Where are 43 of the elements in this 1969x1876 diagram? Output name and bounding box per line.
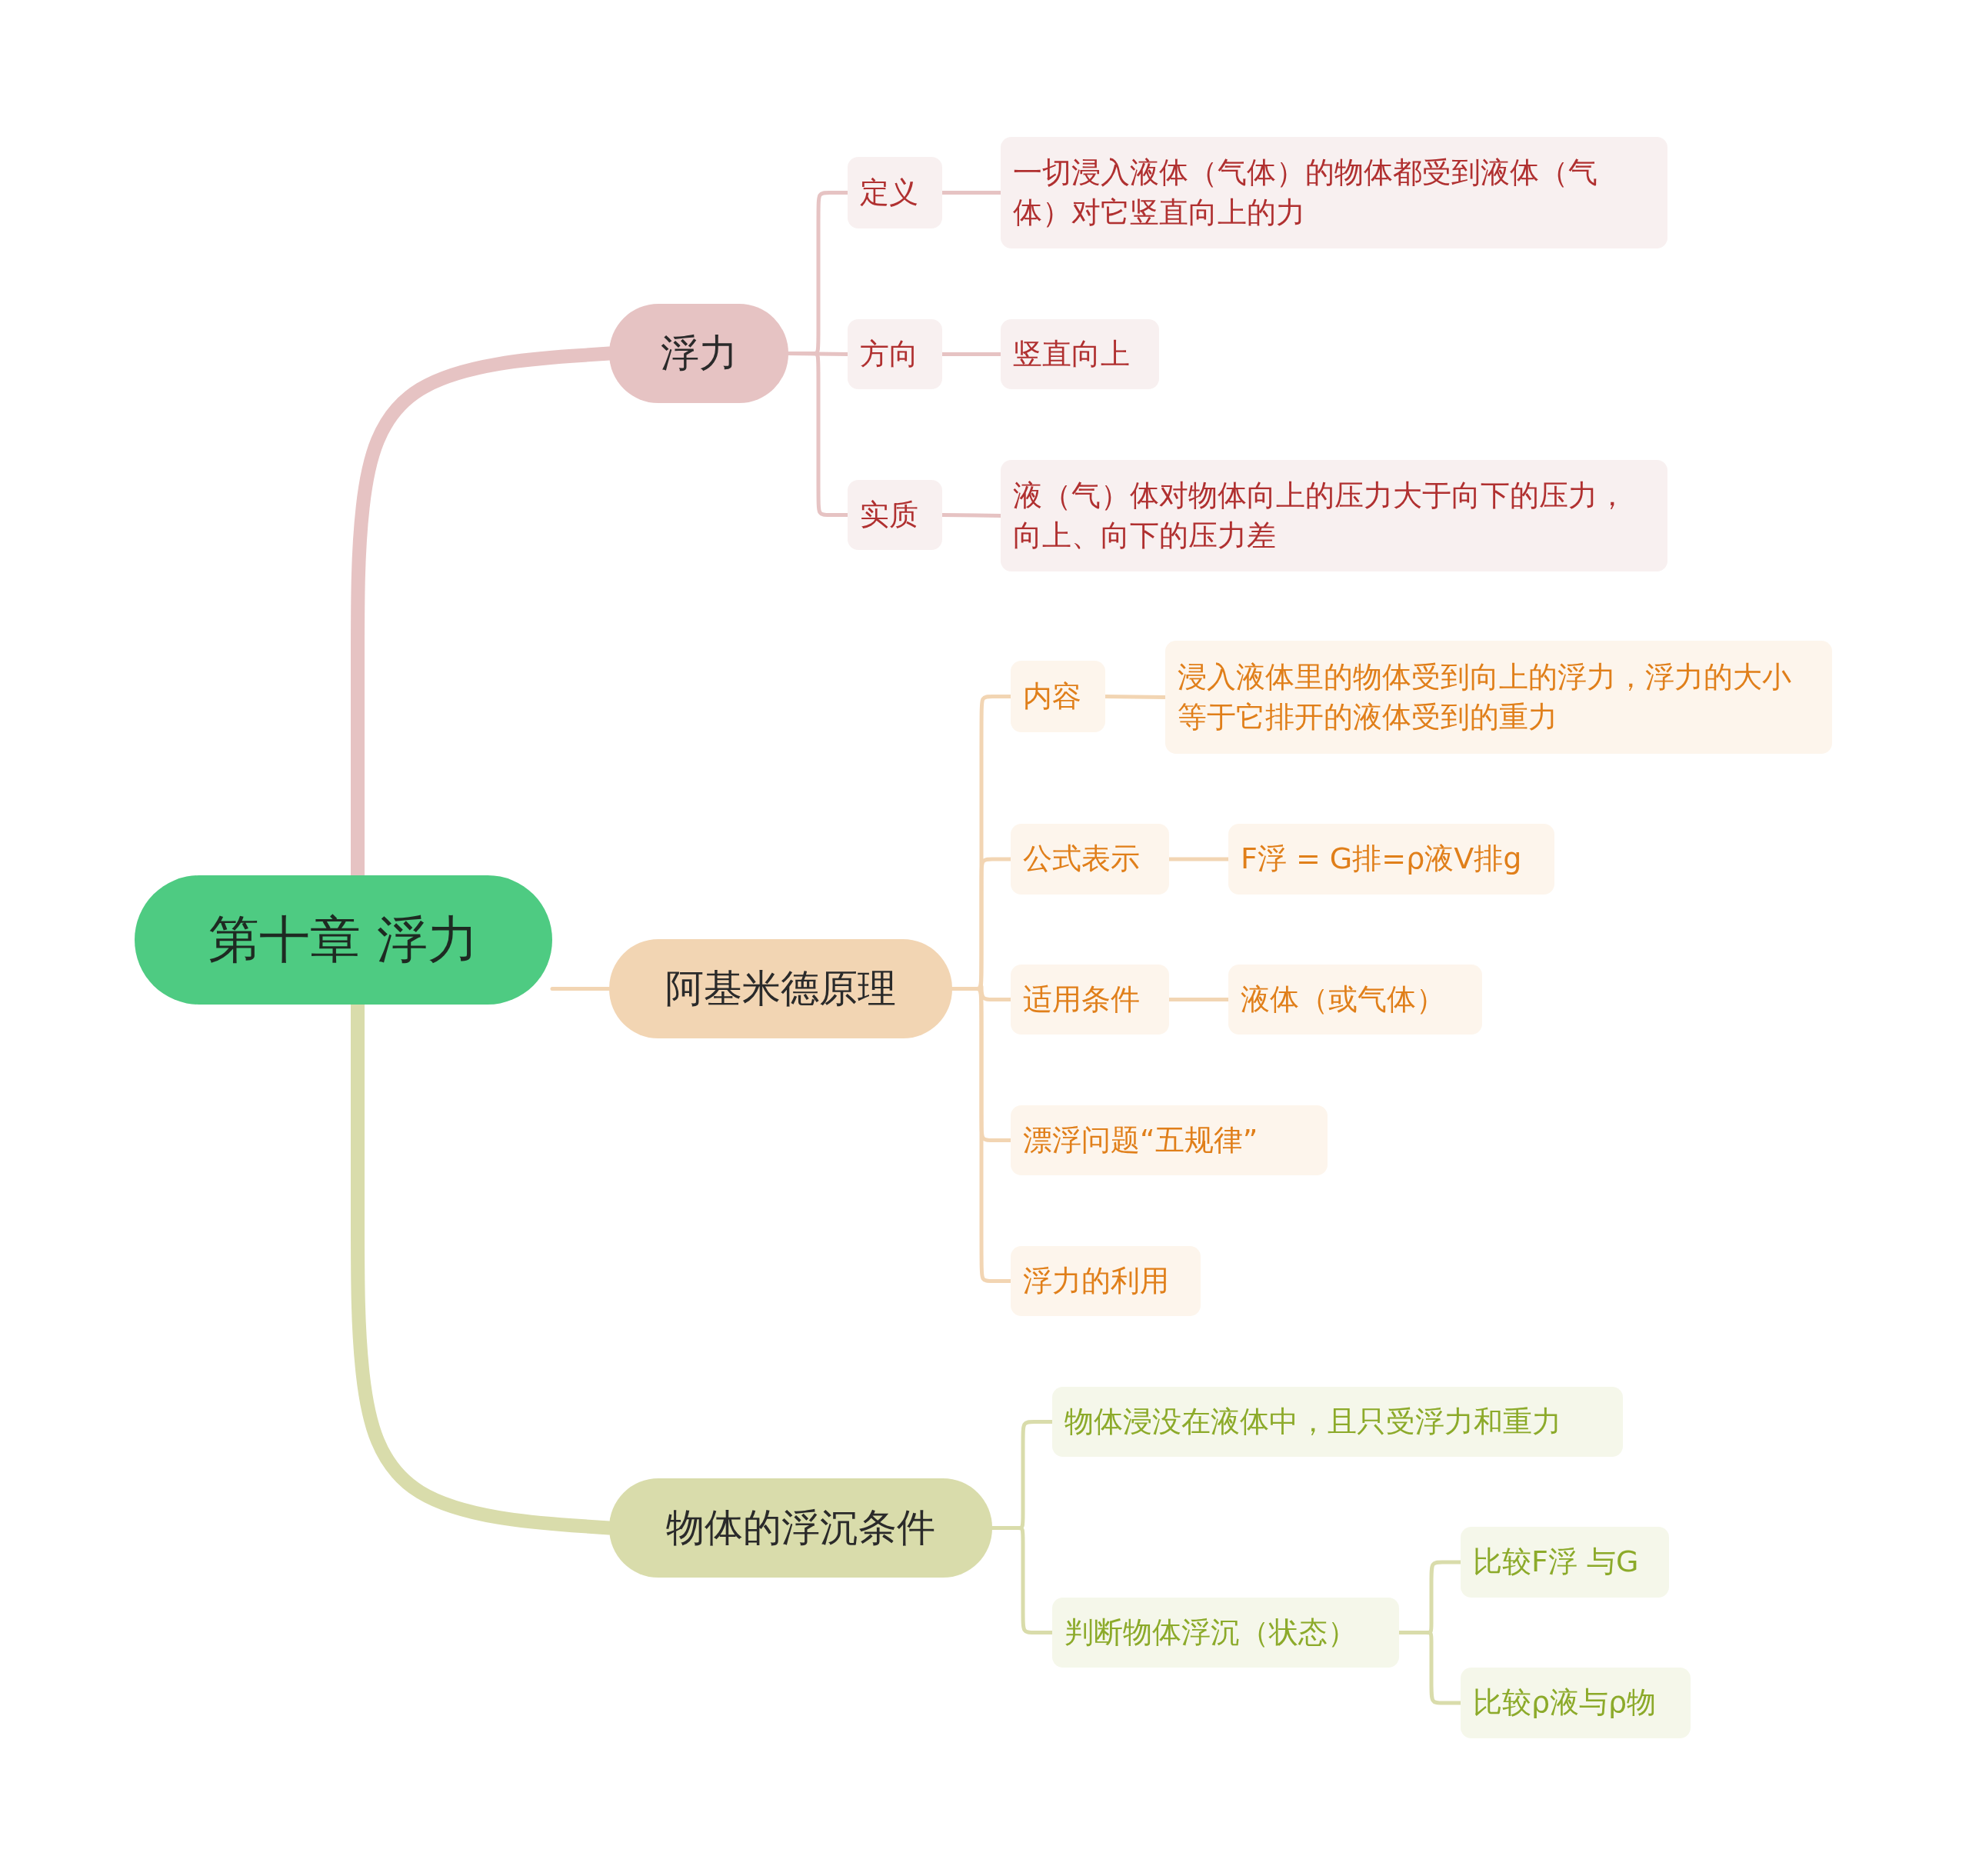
subtopic	[1011, 1105, 1328, 1175]
topic-text: 判断物体浮沉（状态）	[1064, 1614, 1357, 1651]
subtopic	[848, 480, 942, 550]
branch-line	[990, 1526, 1054, 1634]
subtopic	[1011, 1246, 1201, 1316]
topic-text: 一切浸入液体（气体）的物体都受到液体（气体）对它竖直向上的力	[1013, 155, 1598, 231]
topic-text: 浸入液体里的物体受到向上的浮力，浮力的大小等于它排开的液体受到的重力	[1178, 659, 1792, 735]
subtopic	[1052, 1387, 1623, 1457]
topic-text: 内容	[1023, 678, 1081, 715]
subtopic	[1165, 641, 1832, 754]
subtopic	[1001, 460, 1667, 571]
topic-text: 公式表示	[1023, 841, 1140, 878]
subtopic	[1011, 661, 1105, 732]
subtopic	[1228, 965, 1482, 1035]
subtopic	[1011, 824, 1169, 895]
subtopic	[1001, 319, 1159, 389]
topic-text: 定义	[860, 174, 918, 211]
topic-text: 浮力	[660, 329, 738, 377]
branch-line	[786, 352, 850, 517]
branch-line	[1397, 1631, 1463, 1705]
subtopic	[1001, 137, 1667, 248]
topic-text: 比较ρ液与ρ物	[1473, 1684, 1657, 1721]
topic-text: 适用条件	[1023, 981, 1140, 1018]
topic-text: 方向	[860, 335, 918, 372]
subtopic	[1052, 1598, 1399, 1668]
topic-text: 液体（或气体）	[1241, 981, 1445, 1018]
subtopic	[1228, 824, 1554, 895]
topic-text: 物体浸没在液体中，且只受浮力和重力	[1064, 1403, 1561, 1440]
topic-text: 实质	[860, 496, 918, 533]
topic-text: 比较F浮 与G	[1473, 1544, 1639, 1581]
subtopic	[1461, 1527, 1669, 1598]
topic-text: 阿基米德原理	[665, 965, 896, 1012]
subtopic	[848, 319, 942, 389]
topic-text: 液（气）体对物体向上的压力大于向下的压力，向上、向下的压力差	[1013, 478, 1628, 554]
topic-text: 第十章 浮力	[208, 909, 478, 971]
subtopic	[848, 157, 942, 228]
topic-text: 漂浮问题“五规律”	[1023, 1121, 1258, 1158]
topic-text: 浮力的利用	[1023, 1262, 1169, 1299]
topic-text: 竖直向上	[1013, 335, 1130, 372]
topic-text: F浮 = G排=ρ液V排g	[1241, 841, 1522, 878]
subtopic	[1461, 1668, 1691, 1738]
topic-text: 物体的浮沉条件	[666, 1504, 935, 1551]
subtopic	[1011, 965, 1169, 1035]
